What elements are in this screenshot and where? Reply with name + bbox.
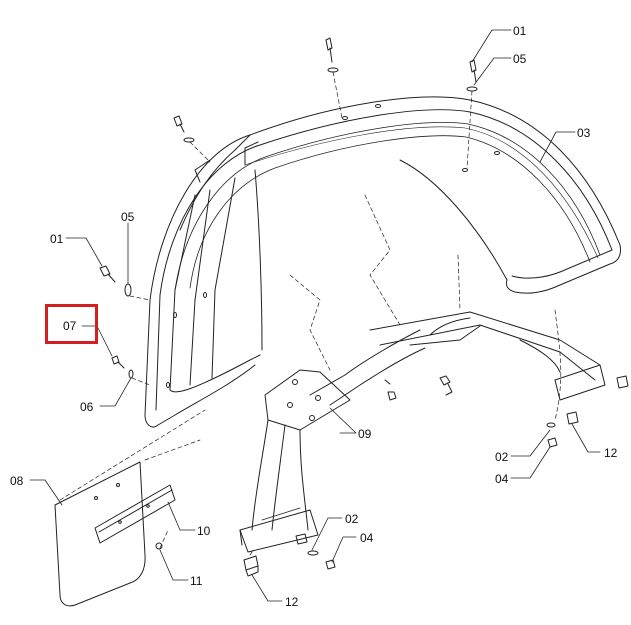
callout-06: 06 [80,400,94,414]
callout-12-right: 12 [604,446,618,460]
callout-11: 11 [190,574,203,588]
callout-04-bottom: 04 [360,531,374,545]
callout-02-right: 02 [495,450,509,464]
callout-10: 10 [197,524,211,538]
callout-05-left: 05 [121,210,135,224]
callout-07: 07 [63,319,77,333]
callout-03: 03 [577,126,591,140]
callout-09: 09 [358,427,372,441]
fender-shell [144,96,621,428]
clamp-plate [94,484,176,544]
hardware [99,37,629,577]
assembly-lines [59,71,562,556]
callout-08: 08 [10,474,24,488]
leader-lines [29,29,601,602]
mounting-bracket [239,311,606,553]
mud-flap [54,461,146,607]
callout-04-right: 04 [495,472,509,486]
callout-01-left: 01 [50,232,64,246]
callout-01-top: 01 [513,24,527,38]
highlight-box-07 [45,304,98,344]
callout-02-bottom: 02 [345,512,359,526]
callout-12-bottom: 12 [285,595,299,609]
callout-05-top: 05 [513,52,527,66]
